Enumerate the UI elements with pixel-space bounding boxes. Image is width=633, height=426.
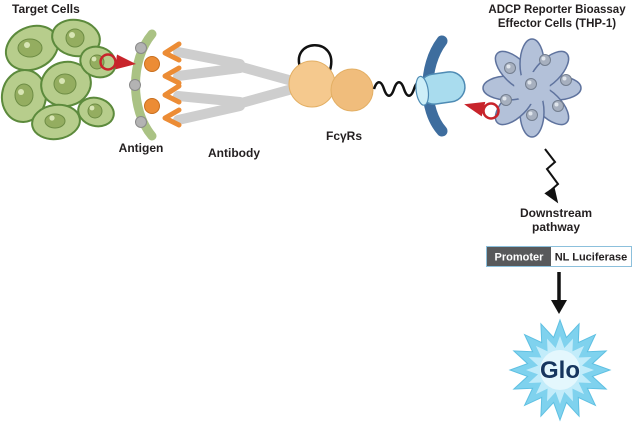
nucleus-highlight [527, 80, 532, 85]
thp1-nucleus-highlights [502, 56, 567, 116]
receptor-loop [297, 44, 333, 71]
nucleus-highlight [554, 102, 559, 107]
membrane-proteins [129, 42, 147, 128]
thp1-nucleus [526, 109, 538, 121]
antigen-dot [144, 56, 160, 72]
downstream-pathway-label-line2: pathway [532, 220, 580, 234]
pathway-arrow-head [551, 300, 567, 314]
nucleus-highlight [69, 32, 75, 38]
cell-nucleus [44, 113, 66, 129]
cylinder-opening [415, 75, 430, 106]
thp1-nucleus [525, 78, 537, 90]
target-cells-label: Target Cells [12, 2, 80, 16]
antibody-arm [173, 47, 245, 69]
cell-nucleus [53, 73, 77, 95]
thp1-nucleus [560, 74, 572, 86]
nucleus-highlight [562, 76, 567, 81]
nucleus-highlight [89, 105, 95, 111]
nucleus-highlight [541, 56, 546, 61]
cell-nucleus [87, 103, 103, 119]
antibody-arm [173, 101, 245, 125]
antibody-label: Antibody [208, 146, 260, 160]
transmembrane-squiggle [372, 81, 426, 97]
antigen-label: Antigen [119, 141, 164, 155]
nucleus-highlight [502, 96, 507, 101]
antigen-dot [144, 98, 160, 114]
binding-arrow [115, 54, 136, 70]
nucleus-highlight [91, 56, 97, 62]
promoter-box [487, 247, 551, 266]
antibody-binding-chevrons [162, 41, 182, 128]
binding-chevron [162, 65, 182, 86]
cell-nucleus [65, 28, 85, 48]
thp1-nucleus [539, 54, 551, 66]
antibody-arm [173, 63, 245, 81]
binding-chevron [162, 107, 182, 128]
nl-luciferase-label: NL Luciferase [555, 252, 628, 264]
binding-indicator-left [99, 53, 136, 71]
thp1-nucleus [500, 94, 512, 106]
antibody-arm [173, 91, 245, 107]
membrane-cylinder [415, 71, 466, 106]
antibody-bottom [173, 83, 301, 125]
nucleus-highlight [528, 111, 533, 116]
signal-lightning-arrow [544, 148, 560, 204]
antibody-stem [233, 61, 301, 87]
nucleus-highlight [506, 64, 511, 69]
binding-indicator-right [464, 101, 500, 120]
membrane-protein-dot [129, 79, 141, 91]
effector-cells-label-line2: Effector Cells (THP-1) [498, 18, 616, 30]
cell-nucleus [17, 38, 43, 58]
thp1-nucleus [552, 100, 564, 112]
binding-arrow [464, 101, 486, 117]
binding-chevron [162, 83, 182, 105]
membrane-protein-dot [135, 42, 147, 54]
binding-chevron [162, 41, 182, 63]
nucleus-highlight [24, 42, 30, 48]
cell-nucleus [14, 83, 34, 107]
nucleus-highlight [59, 78, 65, 84]
glo-center-glow [540, 350, 580, 390]
nucleus-highlight [18, 89, 24, 95]
fcyrs-label: FcγRs [326, 129, 362, 143]
effector-cells-label-line1: ADCP Reporter Bioassay [488, 4, 626, 16]
thp1-nucleus [504, 62, 516, 74]
nucleus-highlights [18, 32, 97, 121]
nucleus-highlight [49, 115, 55, 121]
promoter-label: Promoter [495, 252, 545, 264]
fcgr-domain [330, 68, 374, 112]
antibody-top [173, 47, 301, 87]
antibody-stem [233, 83, 301, 109]
fcgr-domain [288, 60, 336, 108]
downstream-pathway-label-line1: Downstream [520, 206, 592, 220]
membrane-protein-dot [135, 116, 147, 128]
glo-label: Glo [540, 357, 580, 384]
